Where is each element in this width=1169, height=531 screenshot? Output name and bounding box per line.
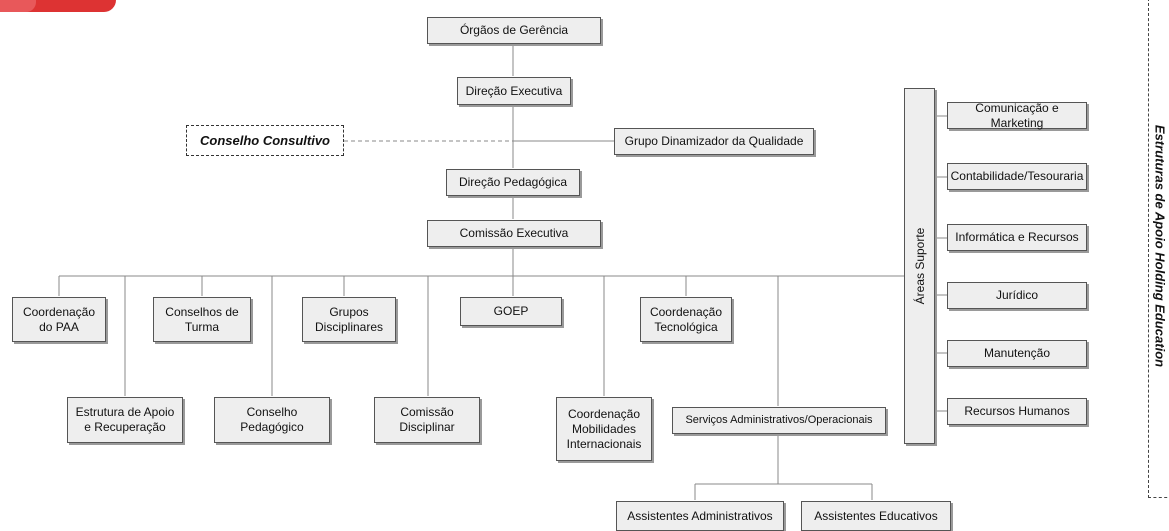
support-item-label: Contabilidade/Tesouraria bbox=[950, 169, 1084, 183]
holding-support-label: Estruturas de Apoio Holding Education bbox=[1152, 124, 1168, 368]
areas-suporte-box: Áreas Suporte bbox=[904, 88, 935, 444]
estrutura-apoio-label: Estrutura de Apoio e Recuperação bbox=[75, 405, 175, 434]
support-item-contabilidade: Contabilidade/Tesouraria bbox=[947, 163, 1087, 190]
orgaos-gerencia-label: Órgãos de Gerência bbox=[459, 23, 569, 37]
comissao-executiva-label: Comissão Executiva bbox=[459, 226, 569, 240]
support-item-juridico: Jurídico bbox=[947, 282, 1087, 309]
conselho-pedagogico-box: Conselho Pedagógico bbox=[214, 397, 330, 443]
support-item-label: Comunicação e Marketing bbox=[975, 100, 1059, 130]
orgaos-gerencia-box: Órgãos de Gerência bbox=[427, 17, 601, 44]
holding-support-frame bbox=[1148, 0, 1169, 498]
conselho-consultivo-box: Conselho Consultivo bbox=[186, 125, 344, 156]
grupo-dinamizador-label: Grupo Dinamizador da Qualidade bbox=[624, 134, 804, 148]
coordenacao-paa-label: Coordenação do PAA bbox=[22, 304, 96, 334]
assistentes-administrativos-box: Assistentes Administrativos bbox=[616, 501, 784, 531]
areas-suporte-label: Áreas Suporte bbox=[912, 227, 927, 305]
coordenacao-mobilidades-box: Coordenação Mobilidades Internacionais bbox=[556, 397, 652, 461]
conselho-consultivo-label: Conselho Consultivo bbox=[200, 133, 330, 148]
assistentes-educativos-label: Assistentes Educativos bbox=[814, 508, 938, 523]
comissao-executiva-box: Comissão Executiva bbox=[427, 220, 601, 247]
coordenacao-tecnologica-box: Coordenação Tecnológica bbox=[640, 297, 732, 342]
servicos-administrativos-box: Serviços Administrativos/Operacionais bbox=[672, 407, 886, 434]
support-item-label: Informática e Recursos bbox=[955, 230, 1079, 244]
support-item-manutencao: Manutenção bbox=[947, 340, 1087, 367]
comissao-disciplinar-label: Comissão Disciplinar bbox=[399, 405, 455, 434]
conselho-pedagogico-label: Conselho Pedagógico bbox=[240, 405, 304, 434]
goep-box: GOEP bbox=[460, 297, 562, 326]
assistentes-educativos-box: Assistentes Educativos bbox=[801, 501, 951, 531]
support-item-label: Jurídico bbox=[995, 288, 1039, 302]
servicos-administrativos-label: Serviços Administrativos/Operacionais bbox=[685, 414, 873, 426]
estrutura-apoio-box: Estrutura de Apoio e Recuperação bbox=[67, 397, 183, 443]
support-item-informatica: Informática e Recursos bbox=[947, 224, 1087, 251]
coordenacao-tecnologica-label: Coordenação Tecnológica bbox=[649, 304, 723, 334]
support-item-recursos-humanos: Recursos Humanos bbox=[947, 398, 1087, 425]
direcao-executiva-label: Direção Executiva bbox=[465, 83, 563, 98]
coordenacao-mobilidades-label: Coordenação Mobilidades Internacionais bbox=[566, 406, 642, 451]
support-item-label: Recursos Humanos bbox=[964, 404, 1070, 418]
conselhos-turma-label: Conselhos de Turma bbox=[165, 304, 239, 334]
assistentes-administrativos-label: Assistentes Administrativos bbox=[627, 508, 773, 523]
direcao-pedagogica-label: Direção Pedagógica bbox=[458, 175, 568, 189]
comissao-disciplinar-box: Comissão Disciplinar bbox=[374, 397, 480, 443]
grupos-disciplinares-box: Grupos Disciplinares bbox=[302, 297, 396, 342]
support-item-comunicacao: Comunicação e Marketing bbox=[947, 100, 1087, 130]
grupos-disciplinares-label: Grupos Disciplinares bbox=[314, 304, 384, 334]
coordenacao-paa-box: Coordenação do PAA bbox=[12, 297, 106, 342]
goep-label: GOEP bbox=[493, 304, 529, 318]
direcao-executiva-box: Direção Executiva bbox=[457, 77, 571, 105]
grupo-dinamizador-box: Grupo Dinamizador da Qualidade bbox=[614, 128, 814, 155]
conselhos-turma-box: Conselhos de Turma bbox=[153, 297, 251, 342]
support-item-label: Manutenção bbox=[983, 346, 1051, 360]
logo-accent bbox=[0, 0, 36, 12]
direcao-pedagogica-box: Direção Pedagógica bbox=[446, 169, 580, 196]
